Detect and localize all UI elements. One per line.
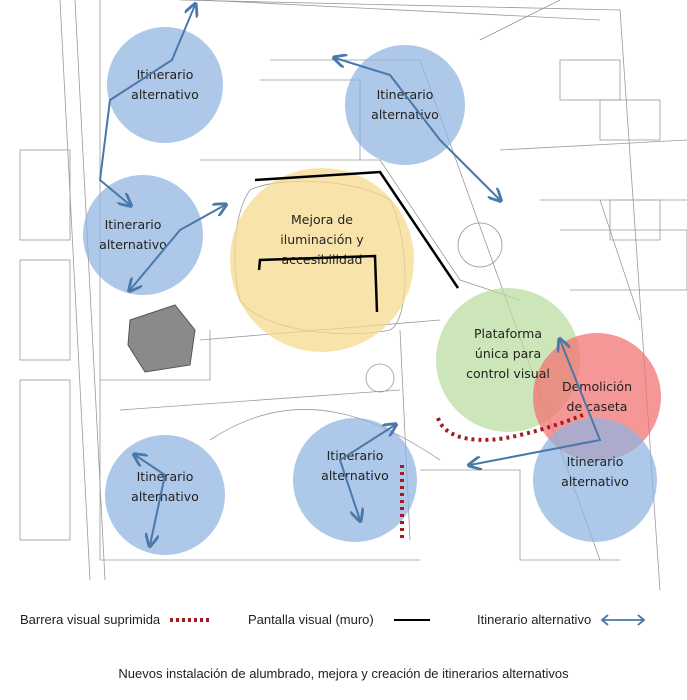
dotted-line-icon — [170, 617, 213, 622]
zone-label: alternativo — [131, 489, 199, 504]
legend-screen-label: Pantalla visual (muro) — [248, 612, 374, 627]
legend-screen: Pantalla visual (muro) — [248, 612, 432, 627]
legend-route: Itinerario alternativo — [477, 612, 647, 627]
wall-2 — [257, 254, 379, 313]
route-2 — [335, 58, 500, 200]
zone-label: Itinerario — [567, 454, 624, 469]
zone-lighting — [230, 168, 414, 352]
zone-alt-left — [83, 175, 203, 295]
zone-label: control visual — [466, 366, 550, 381]
route-4 — [470, 340, 602, 465]
zone-label: Plataforma — [474, 326, 542, 341]
zone-label: de caseta — [567, 399, 628, 414]
solid-line-icon — [393, 618, 430, 621]
legend-barrier-label: Barrera visual suprimida — [20, 612, 161, 627]
caption: Nuevos instalación de alumbrado, mejora … — [118, 666, 569, 681]
zone-label: Demolición — [562, 379, 632, 394]
zone-label: alternativo — [99, 237, 167, 252]
zone-label: accesibilidad — [282, 252, 363, 267]
zone-label: única para — [475, 346, 541, 361]
building — [127, 304, 196, 373]
zone-label: alternativo — [131, 87, 199, 102]
route-5 — [135, 455, 167, 545]
route-6 — [338, 425, 395, 520]
route-1 — [98, 5, 195, 205]
zone-label: alternativo — [321, 468, 389, 483]
zone-label: alternativo — [561, 474, 629, 489]
double-arrow-icon — [600, 613, 646, 626]
zone-label: Mejora de — [291, 212, 353, 227]
route-3 — [130, 205, 225, 290]
legend-route-label: Itinerario alternativo — [477, 612, 592, 627]
zone-label: iluminación y — [280, 232, 364, 247]
legend-barrier: Barrera visual suprimida — [20, 612, 214, 627]
alt-routes — [98, 5, 602, 545]
zone-label: alternativo — [371, 107, 439, 122]
zone-label: Itinerario — [137, 67, 194, 82]
zone-label: Itinerario — [105, 217, 162, 232]
zone-alt-top-left — [107, 27, 223, 143]
